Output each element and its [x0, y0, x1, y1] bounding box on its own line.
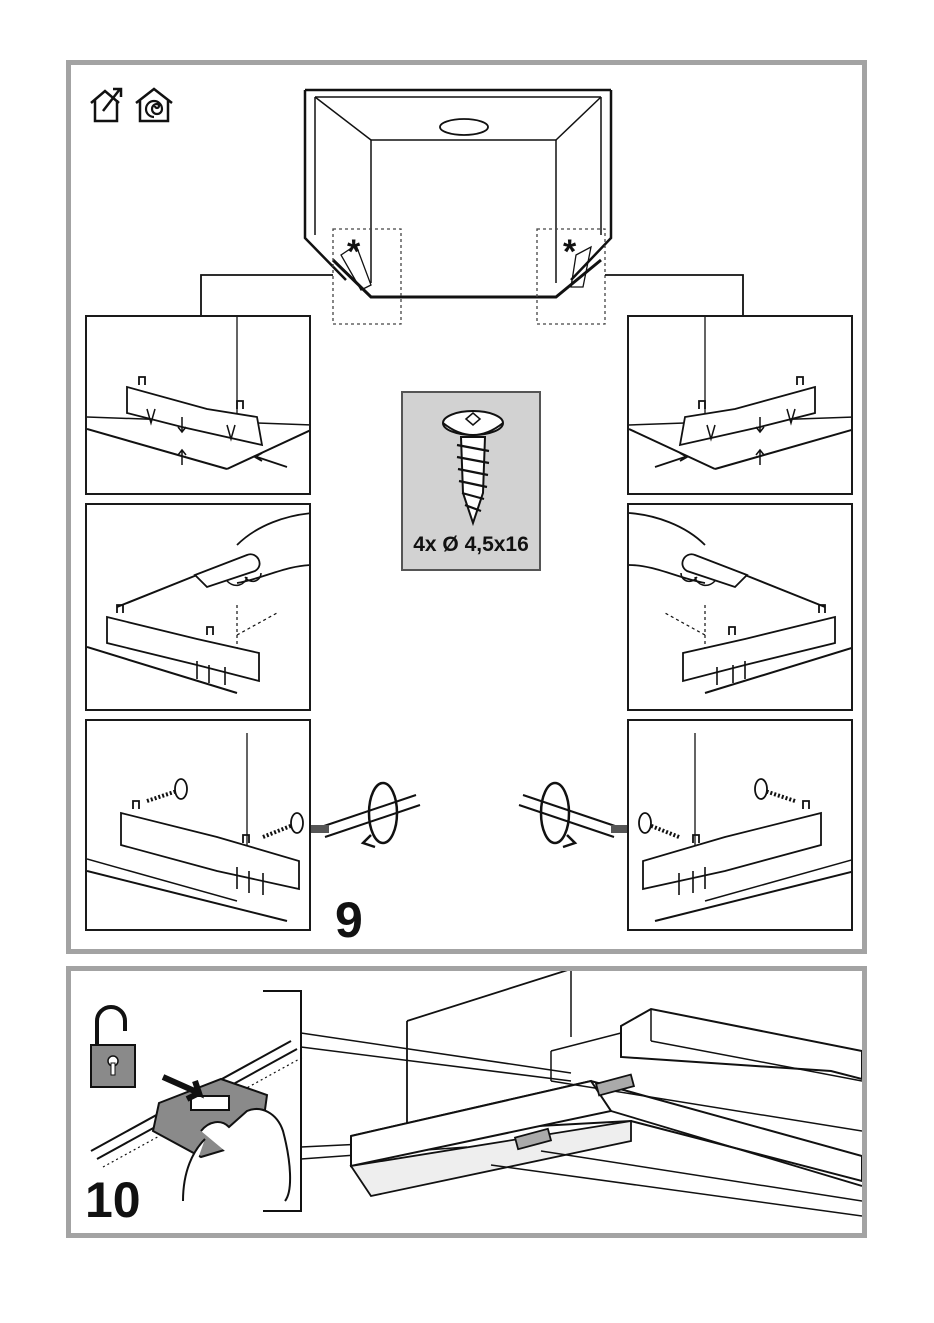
screwdriver-rotate-left — [311, 783, 420, 847]
screwdriver-rotate-right — [519, 783, 629, 847]
filter-removal-diagram — [71, 971, 862, 1233]
padlock-open-icon — [91, 1007, 135, 1087]
detail-frame-left-2 — [85, 503, 311, 711]
detail-frame-left-1 — [85, 315, 311, 495]
detail-frame-left-3 — [85, 719, 311, 931]
screw-spec-label: 4x Ø 4,5x16 — [403, 533, 539, 557]
detail-marker-left: * — [347, 235, 360, 269]
detail-frame-right-3 — [627, 719, 853, 931]
detail-frame-right-1 — [627, 315, 853, 495]
detail-marker-right: * — [563, 235, 576, 269]
screw-spec-box: 4x Ø 4,5x16 — [401, 391, 541, 571]
step-number-10: 10 — [85, 1171, 141, 1229]
step-10-panel: 10 — [66, 966, 867, 1238]
step-9-panel: * * — [66, 60, 867, 954]
screw-icon — [433, 403, 513, 528]
step-number-9: 9 — [335, 891, 363, 949]
detail-frame-right-2 — [627, 503, 853, 711]
screw-icon — [147, 779, 187, 801]
